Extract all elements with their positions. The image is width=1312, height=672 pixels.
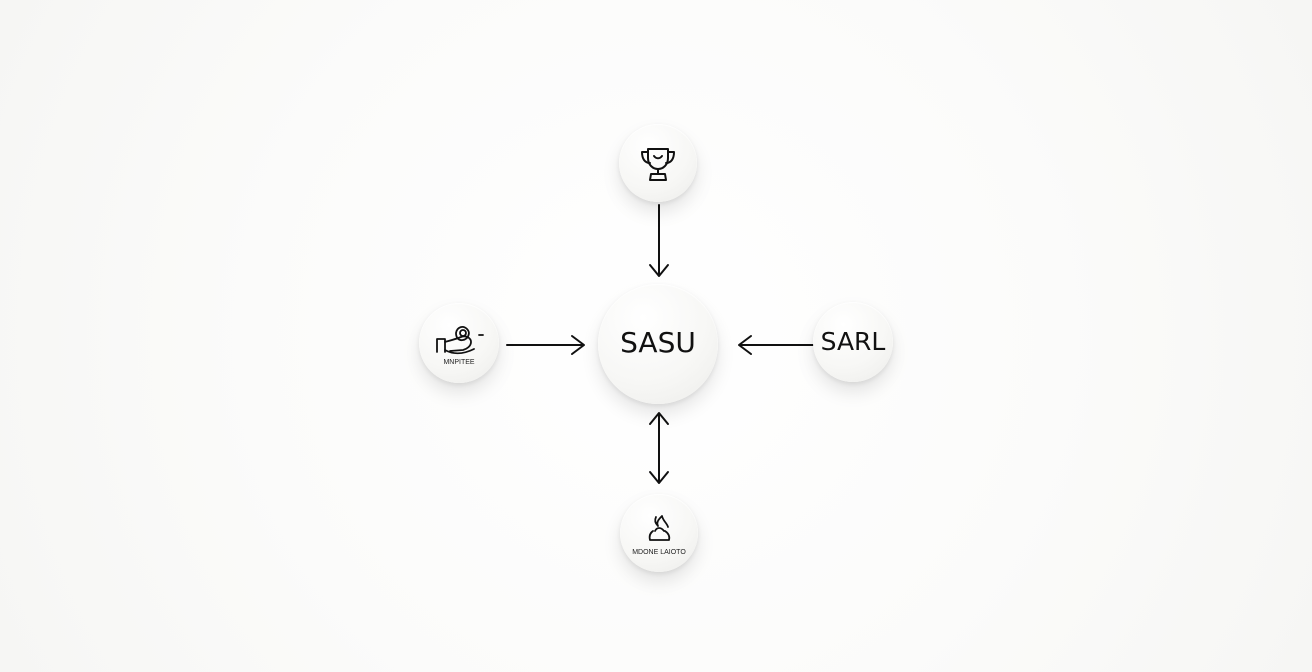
double-arrow-center-bottom bbox=[649, 412, 669, 484]
trophy-icon bbox=[641, 148, 675, 181]
right-node: SARL bbox=[813, 302, 893, 382]
bottom-node-label: MDONE LAIOTO bbox=[632, 548, 686, 556]
flame-bag-icon bbox=[648, 514, 671, 541]
left-node: MNPITEE bbox=[419, 303, 499, 383]
bottom-node: MDONE LAIOTO bbox=[620, 494, 698, 572]
center-node-label: SASU bbox=[620, 326, 696, 359]
hand-holding-target-icon bbox=[436, 325, 484, 354]
top-node bbox=[619, 124, 697, 202]
arrow-right-to-center bbox=[738, 335, 815, 355]
arrow-top-to-center bbox=[649, 204, 669, 277]
left-node-label: MNPITEE bbox=[443, 358, 475, 366]
arrow-left-to-center bbox=[506, 335, 585, 355]
right-node-label: SARL bbox=[820, 326, 886, 356]
center-node: SASU bbox=[598, 284, 718, 404]
